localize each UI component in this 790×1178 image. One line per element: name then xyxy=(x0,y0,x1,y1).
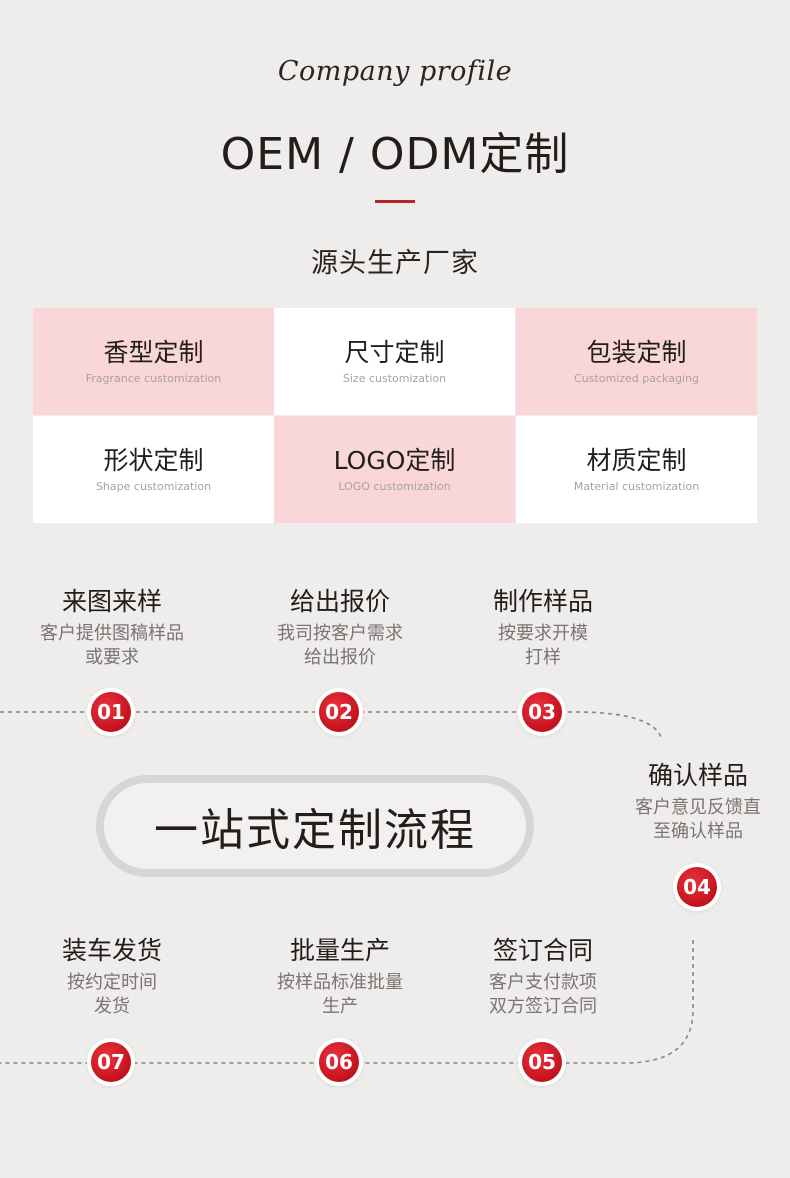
grid-cell-subtitle: Customized packaging xyxy=(574,372,699,385)
step-title-07: 装车发货 xyxy=(61,936,162,965)
step-desc-05-line2: 双方签订合同 xyxy=(489,996,597,1017)
step-desc-02-line2: 给出报价 xyxy=(304,647,376,668)
grid-cell-title: 包装定制 xyxy=(586,338,687,367)
step-desc-03-line1: 按要求开模 xyxy=(498,623,588,644)
step-desc-02-line1: 我司按客户需求 xyxy=(277,623,403,644)
grid-cell-title: 尺寸定制 xyxy=(344,338,445,367)
step-desc-05-line1: 客户支付款项 xyxy=(489,972,597,993)
process-path-bottom xyxy=(0,940,694,1064)
step-number-01: 01 xyxy=(91,692,131,732)
grid-cell-title: LOGO定制 xyxy=(333,446,456,475)
script-heading: Company profile xyxy=(277,56,513,87)
step-title-04: 确认样品 xyxy=(647,761,748,790)
grid-cell-shape: 形状定制 Shape customization xyxy=(33,416,274,523)
step-desc-01-line2: 或要求 xyxy=(85,647,139,668)
step-number-05: 05 xyxy=(522,1042,562,1082)
step-title-02: 给出报价 xyxy=(289,587,390,616)
process-title: 一站式定制流程 xyxy=(104,783,526,869)
grid-cell-subtitle: Size customization xyxy=(342,372,447,385)
title-divider xyxy=(375,200,415,203)
page-title: OEM / ODM定制 xyxy=(220,129,570,180)
step-number-02: 02 xyxy=(319,692,359,732)
step-desc-04-line1: 客户意见反馈直 xyxy=(635,797,761,818)
step-desc-03-line2: 打样 xyxy=(525,647,561,668)
grid-cell-title: 材质定制 xyxy=(586,446,687,475)
step-number-07: 07 xyxy=(91,1042,131,1082)
grid-cell-logo: LOGO定制 LOGO customization xyxy=(274,416,515,523)
step-number-06: 06 xyxy=(319,1042,359,1082)
step-desc-04-line2: 至确认样品 xyxy=(653,821,743,842)
page-subtitle: 源头生产厂家 xyxy=(311,248,479,279)
grid-cell-subtitle: LOGO customization xyxy=(338,480,451,493)
step-desc-06-line1: 按样品标准批量 xyxy=(277,972,403,993)
grid-cell-title: 香型定制 xyxy=(103,338,204,367)
step-title-01: 来图来样 xyxy=(61,587,162,616)
step-title-05: 签订合同 xyxy=(492,936,593,965)
step-number-03: 03 xyxy=(522,692,562,732)
grid-cell-title: 形状定制 xyxy=(103,446,204,475)
step-desc-06-line2: 生产 xyxy=(322,996,358,1017)
grid-cell-fragrance: 香型定制 Fragrance customization xyxy=(33,308,274,415)
grid-cell-subtitle: Shape customization xyxy=(95,480,212,493)
step-desc-07-line1: 按约定时间 xyxy=(67,972,157,993)
step-desc-07-line2: 发货 xyxy=(94,996,130,1017)
grid-cell-size: 尺寸定制 Size customization xyxy=(274,308,515,415)
grid-cell-packaging: 包装定制 Customized packaging xyxy=(516,308,757,415)
customization-grid: 香型定制 Fragrance customization 尺寸定制 Size c… xyxy=(33,308,757,523)
step-title-03: 制作样品 xyxy=(492,587,593,616)
grid-cell-subtitle: Fragrance customization xyxy=(85,372,222,385)
grid-cell-material: 材质定制 Material customization xyxy=(516,416,757,523)
step-title-06: 批量生产 xyxy=(289,936,390,965)
step-desc-01-line1: 客户提供图稿样品 xyxy=(40,623,184,644)
process-path-top xyxy=(0,711,663,741)
step-number-04: 04 xyxy=(677,867,717,907)
grid-cell-subtitle: Material customization xyxy=(573,480,700,493)
